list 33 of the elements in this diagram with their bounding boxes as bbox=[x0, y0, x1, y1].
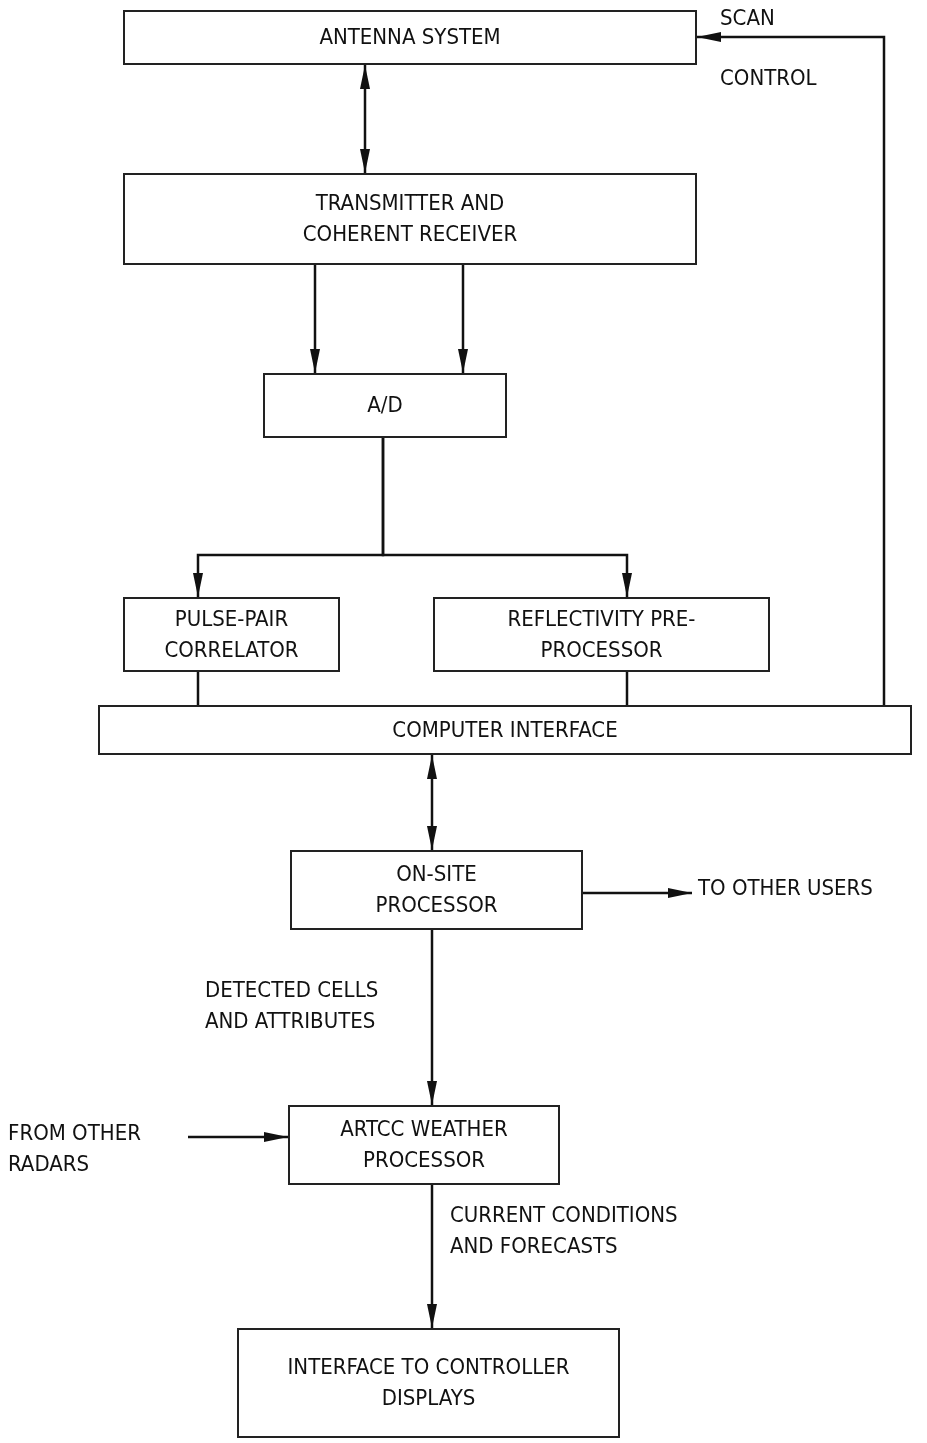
box-label: INTERFACE TO CONTROLLER DISPLAYS bbox=[286, 1353, 571, 1412]
process-box bbox=[123, 173, 697, 265]
edge-label: CURRENT CONDITIONS AND FORECASTS bbox=[450, 1201, 679, 1260]
arrow bbox=[188, 1132, 288, 1142]
box-label: TRANSMITTER AND COHERENT RECEIVER bbox=[301, 189, 519, 248]
box-label: COMPUTER INTERFACE bbox=[392, 715, 618, 744]
edge-label: SCAN CONTROL bbox=[720, 4, 818, 92]
text-label: FROM OTHER RADARS bbox=[8, 1118, 178, 1188]
box-label: ON-SITE PROCESSOR bbox=[374, 860, 499, 919]
process-box bbox=[290, 850, 583, 930]
box-label: PULSE-PAIR CORRELATOR bbox=[163, 604, 300, 664]
box-label: A/D bbox=[367, 391, 403, 420]
process-box bbox=[288, 1105, 560, 1185]
arrow bbox=[360, 65, 370, 173]
arrow bbox=[583, 888, 692, 898]
arrow bbox=[427, 1185, 437, 1328]
process-box bbox=[123, 10, 697, 65]
text-label: TO OTHER USERS bbox=[698, 873, 927, 913]
arrow bbox=[427, 930, 437, 1105]
box-label: ANTENNA SYSTEM bbox=[319, 23, 501, 52]
box-label: ARTCC WEATHER PROCESSOR bbox=[339, 1115, 509, 1174]
process-box bbox=[433, 597, 770, 672]
edge-label: DETECTED CELLS AND ATTRIBUTES bbox=[205, 976, 380, 1035]
arrow bbox=[310, 265, 320, 373]
process-box bbox=[263, 373, 507, 438]
arrow bbox=[458, 265, 468, 373]
box-label: REFLECTIVITY PRE-PROCESSOR bbox=[506, 604, 697, 664]
arrow bbox=[381, 438, 632, 597]
process-box bbox=[237, 1328, 620, 1438]
arrow bbox=[697, 32, 886, 705]
process-box bbox=[123, 597, 340, 672]
arrow bbox=[427, 755, 437, 850]
process-box bbox=[98, 705, 912, 755]
